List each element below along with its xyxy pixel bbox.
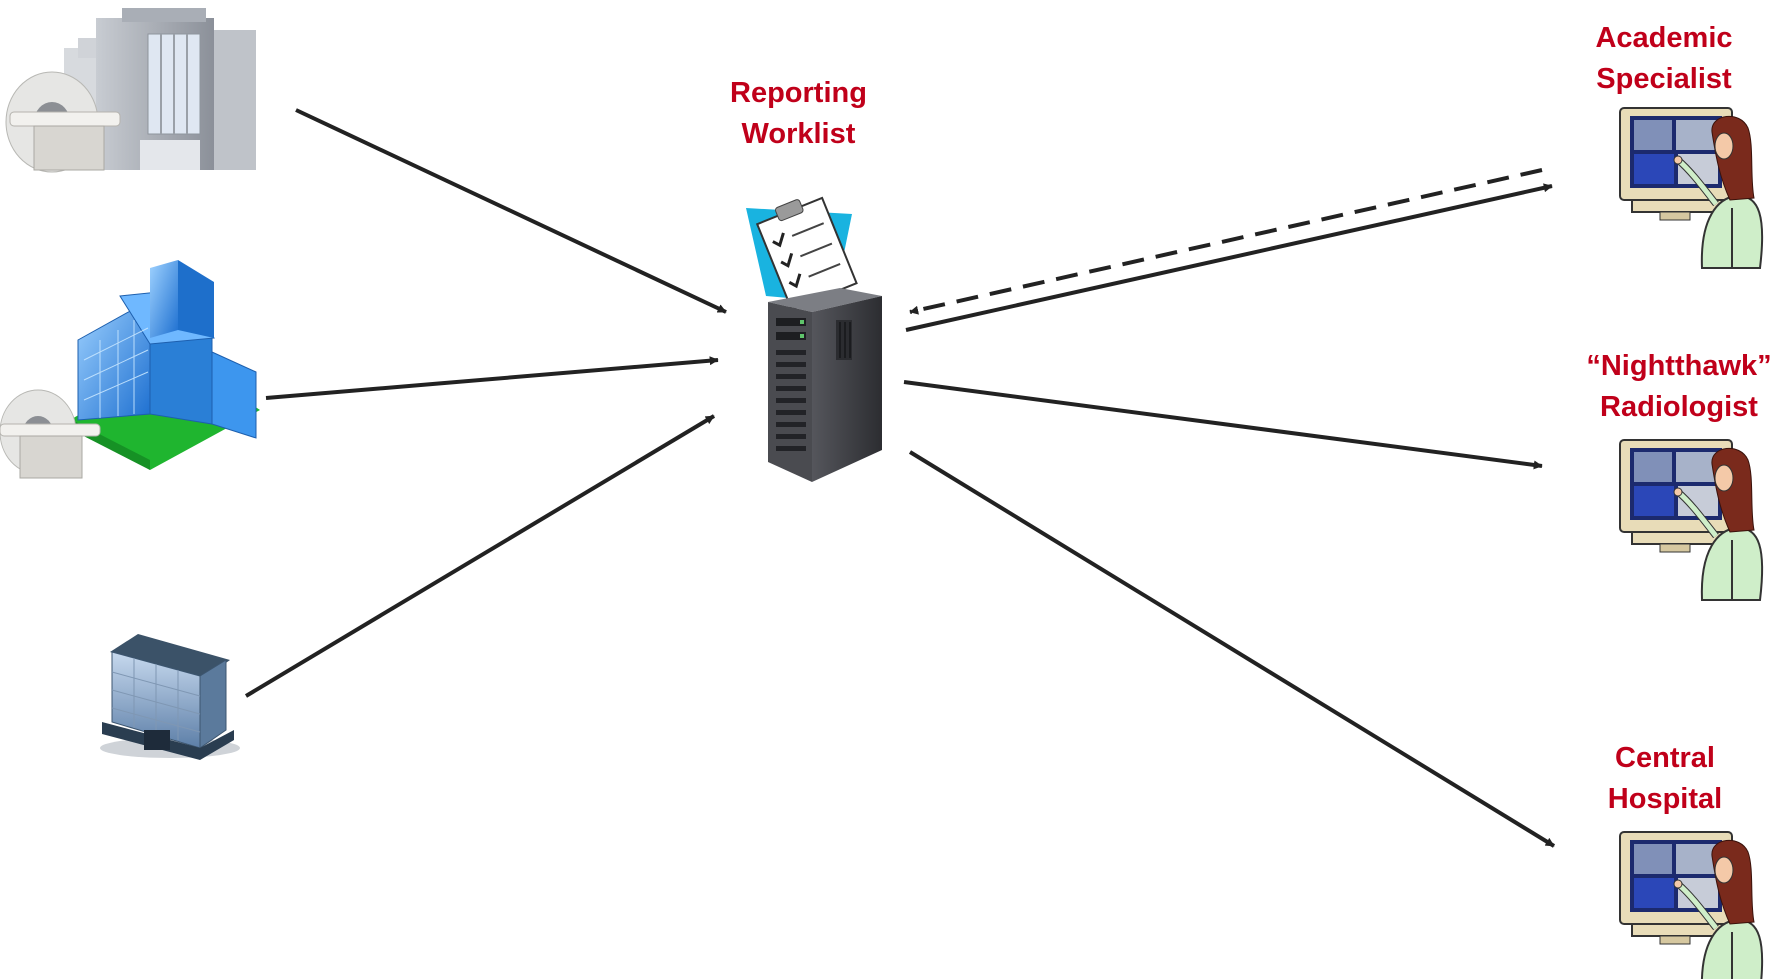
arrow-source-2-to-server [265, 356, 719, 400]
radiologist-at-workstation-icon [1619, 831, 1764, 979]
academic-specialist-line2: Specialist [1596, 63, 1732, 95]
nighthawk-radiologist-line1: “Nightthawk” [1586, 350, 1772, 382]
glass-building-with-ct-scanner-icon [0, 260, 260, 479]
arrow-source-1-to-server [295, 108, 727, 314]
radiologist-at-workstation-icon [1619, 107, 1764, 269]
server-icon [768, 288, 882, 482]
arrow-server-to-central-hospital [908, 450, 1556, 848]
radiologist-at-workstation-icon [1619, 439, 1764, 601]
central-hospital-label: Central Hospital [1590, 738, 1740, 820]
nighthawk-radiologist-line2: Radiologist [1600, 391, 1758, 423]
arrow-server-to-academic-specialist [905, 183, 1553, 332]
server-label-line1: Reporting [730, 77, 867, 109]
academic-specialist-label: Academic Specialist [1589, 18, 1739, 100]
central-hospital-line1: Central [1615, 742, 1715, 774]
central-hospital-line2: Hospital [1607, 783, 1723, 815]
arrows [244, 108, 1556, 848]
academic-specialist-line1: Academic [1595, 22, 1733, 54]
arrow-server-to-nighthawk-radiologist [903, 380, 1543, 470]
nighthawk-radiologist-label: “Nightthawk” Radiologist [1574, 346, 1784, 428]
clipboard-checklist-icon [746, 196, 858, 311]
server-label: Reporting Worklist [730, 73, 867, 155]
arrow-source-3-to-server [244, 414, 716, 698]
server-label-line2: Worklist [741, 118, 856, 150]
arrow-academic-specialist-to-server [909, 168, 1543, 315]
office-building-icon [100, 634, 240, 760]
building-with-ct-scanner-icon [5, 8, 256, 173]
